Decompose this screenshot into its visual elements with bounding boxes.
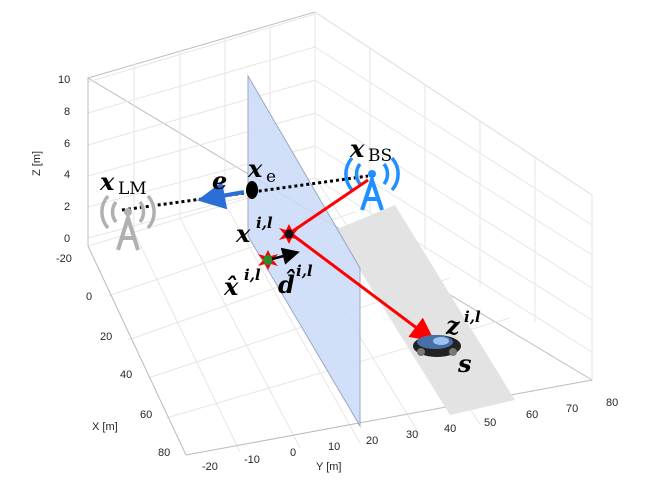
z-tick: 0 — [64, 233, 70, 245]
label-x-e: x e — [247, 154, 276, 187]
label-x-hat-il: x̂ i,l — [223, 266, 261, 301]
x-tick: 60 — [140, 409, 152, 421]
reflecting-plane — [247, 74, 361, 428]
z-tick: 2 — [64, 201, 70, 213]
label-d-hat-il-sup: i,l — [296, 262, 313, 280]
vehicle-car-icon — [413, 335, 461, 357]
label-x-e-sub: e — [266, 167, 276, 187]
road-surface — [335, 205, 515, 415]
y-tick: 30 — [406, 429, 418, 441]
x-tick: -20 — [56, 253, 72, 265]
y-tick: 10 — [328, 441, 340, 453]
x-tick: 0 — [86, 291, 92, 303]
y-tick: 40 — [444, 423, 456, 435]
path-bs-to-reflection — [289, 178, 369, 235]
z-axis-label: Z [m] — [31, 151, 43, 176]
label-x-e-main: x — [247, 154, 263, 183]
label-x-il-sup: i,l — [256, 214, 273, 232]
label-x-hat-il-main: x̂ — [223, 272, 239, 301]
label-z-il-sup: i,l — [464, 308, 481, 326]
y-axis: -20 -10 0 10 20 30 40 50 60 70 80 Y [m] — [202, 397, 618, 473]
los-dotted-line — [121, 174, 369, 212]
label-x-lm-main: x — [99, 167, 115, 196]
z-axis: 0 2 4 6 8 10 Z [m] — [31, 74, 70, 245]
d-hat-arrow — [271, 247, 300, 265]
y-tick: 60 — [526, 409, 538, 421]
label-x-lm-sub: LM — [118, 179, 147, 199]
y-tick: -20 — [202, 461, 218, 473]
label-x-hat-il-sup: i,l — [244, 266, 261, 284]
reflection-point-star-burst-icon — [279, 224, 299, 244]
label-z-il-main: z — [445, 311, 461, 340]
x-tick: 20 — [100, 331, 112, 343]
point-x-e — [246, 181, 258, 199]
label-x-il-main: x — [235, 219, 251, 248]
y-tick: 70 — [566, 403, 578, 415]
estimated-point-star-burst-icon — [258, 250, 278, 270]
label-d-hat-il-main: d̂ — [278, 269, 296, 299]
base-station-antenna-tower-icon — [344, 156, 400, 211]
x-axis-label: X [m] — [92, 421, 118, 433]
label-d-hat-il: d̂ i,l — [278, 262, 313, 299]
z-tick: 10 — [58, 74, 70, 86]
label-x-bs-sub: BS — [368, 146, 392, 166]
label-s: s — [457, 349, 472, 378]
label-x-bs-main: x — [349, 134, 365, 163]
y-tick: 80 — [606, 397, 618, 409]
y-tick: -10 — [244, 454, 260, 466]
y-tick: 50 — [484, 417, 496, 429]
z-tick: 4 — [64, 169, 70, 181]
vector-e-arrow — [197, 181, 245, 210]
x-tick: 80 — [158, 447, 170, 459]
path-reflection-to-vehicle — [289, 231, 435, 342]
landmark-antenna-tower-icon — [100, 194, 156, 251]
x-axis: -20 0 20 40 60 80 X [m] — [56, 253, 170, 459]
label-z-il: z i,l — [445, 308, 481, 340]
z-tick: 6 — [64, 138, 70, 150]
label-x-il: x i,l — [235, 214, 273, 248]
label-x-lm: x LM — [99, 167, 147, 199]
y-tick: 0 — [290, 447, 296, 459]
y-tick: 20 — [366, 435, 378, 447]
label-x-bs: x BS — [349, 134, 392, 166]
label-e: e — [212, 166, 227, 195]
z-tick: 8 — [64, 106, 70, 118]
x-tick: 40 — [120, 369, 132, 381]
y-axis-label: Y [m] — [316, 461, 341, 473]
